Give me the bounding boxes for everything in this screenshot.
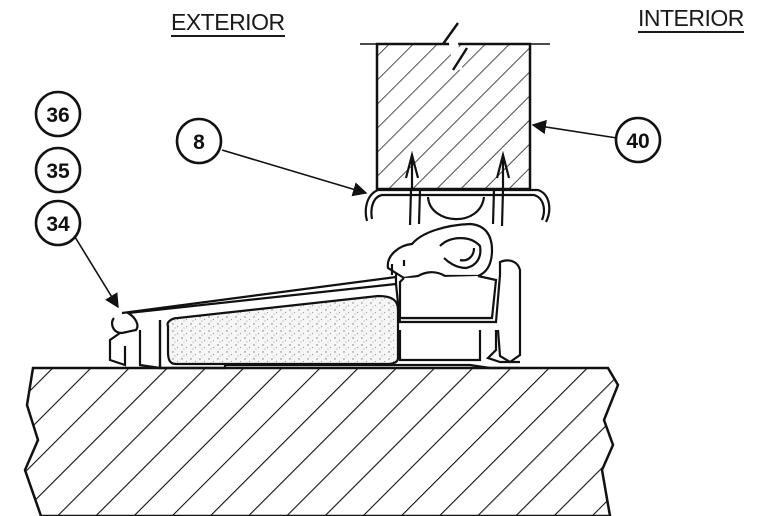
- callout-8-label: 8: [193, 131, 205, 154]
- callout-34-label: 34: [46, 213, 70, 236]
- foam-insulation-core: [166, 294, 400, 366]
- door-bottom-sweep: [364, 150, 551, 227]
- callout-40: 40: [614, 116, 662, 164]
- callout-8: 8: [175, 117, 223, 165]
- interior-heading: INTERIOR: [638, 5, 744, 33]
- leader-8: [221, 149, 368, 197]
- callout-leaders: [74, 119, 618, 309]
- callout-40-label: 40: [626, 130, 649, 153]
- callout-34: 34: [34, 199, 82, 247]
- leader-34: [74, 236, 119, 309]
- leader-40: [531, 119, 618, 139]
- threshold-seal: [386, 222, 498, 320]
- exterior-heading: EXTERIOR: [171, 9, 285, 37]
- door-slab: [360, 21, 550, 191]
- floor-substrate: [23, 366, 620, 516]
- callout-35: 35: [34, 146, 82, 194]
- callout-36: 36: [34, 90, 82, 138]
- callout-35-label: 35: [46, 160, 70, 183]
- callout-36-label: 36: [46, 104, 69, 127]
